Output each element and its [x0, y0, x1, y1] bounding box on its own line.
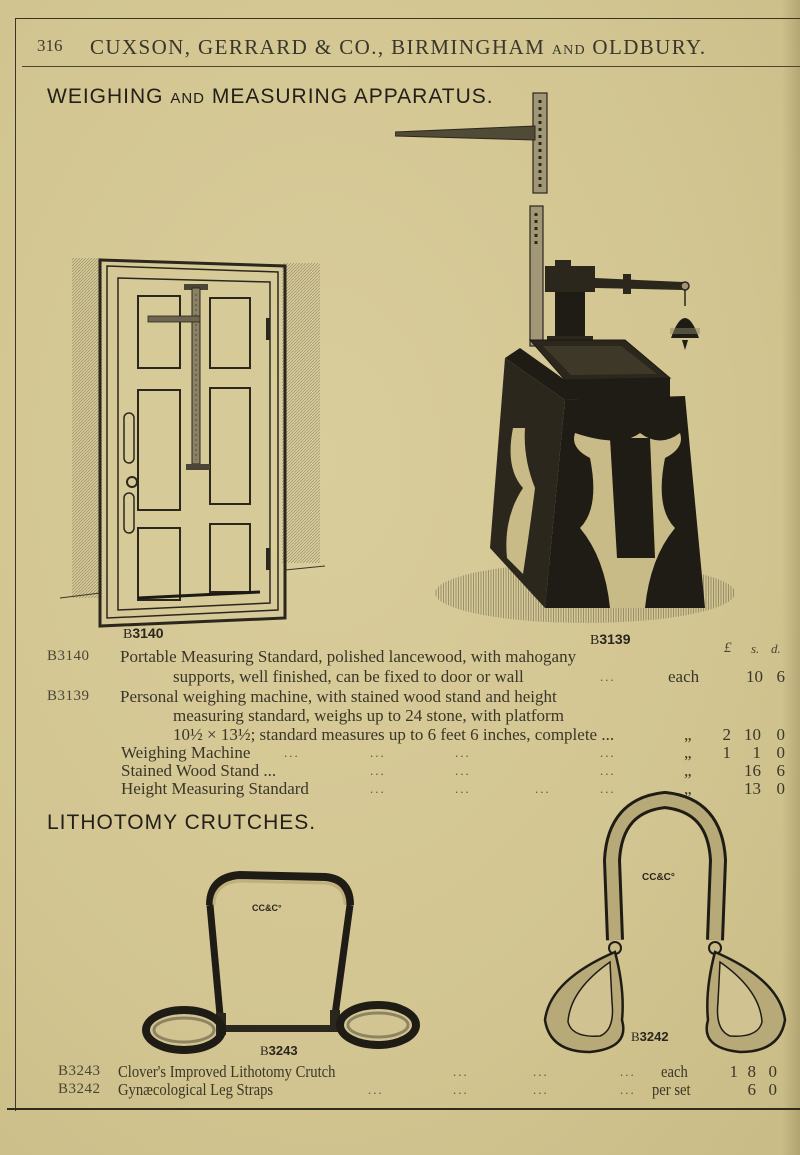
figure-label-b3243: B3243 — [260, 1043, 298, 1058]
footer-rule — [7, 1108, 800, 1110]
column-header-pence: d. — [771, 641, 781, 656]
lithotomy-crutch-illustration: CC&C° — [142, 870, 420, 1054]
running-head: 316 CUXSON, GERRARD & CO., BIRMINGHAM AN… — [0, 33, 800, 67]
maker-stamp: CC&C° — [252, 903, 282, 913]
page-border — [15, 18, 800, 1111]
figure-label-b3242: B3242 — [631, 1029, 669, 1044]
column-header-pounds: £ — [724, 640, 732, 656]
column-header-shillings: s. — [751, 641, 760, 656]
figure-label-b3139: B3139 — [590, 631, 631, 648]
door-measuring-standard-illustration — [60, 258, 325, 628]
figure-label-b3140: B3140 — [123, 625, 164, 642]
publisher-title: CUXSON, GERRARD & CO., BIRMINGHAM AND OL… — [90, 35, 707, 59]
section-heading-lithotomy: LITHOTOMY CRUTCHES. — [47, 811, 317, 834]
page-number: 316 — [37, 36, 63, 55]
leg-straps-illustration: CC&C° — [543, 790, 787, 1054]
header-rule — [22, 66, 800, 67]
section-heading-weighing: WEIGHING AND MEASURING APPARATUS. — [47, 85, 494, 108]
page-gutter-shadow — [782, 0, 800, 1155]
maker-stamp: CC&C° — [642, 872, 675, 883]
weighing-machine-illustration — [395, 92, 735, 623]
